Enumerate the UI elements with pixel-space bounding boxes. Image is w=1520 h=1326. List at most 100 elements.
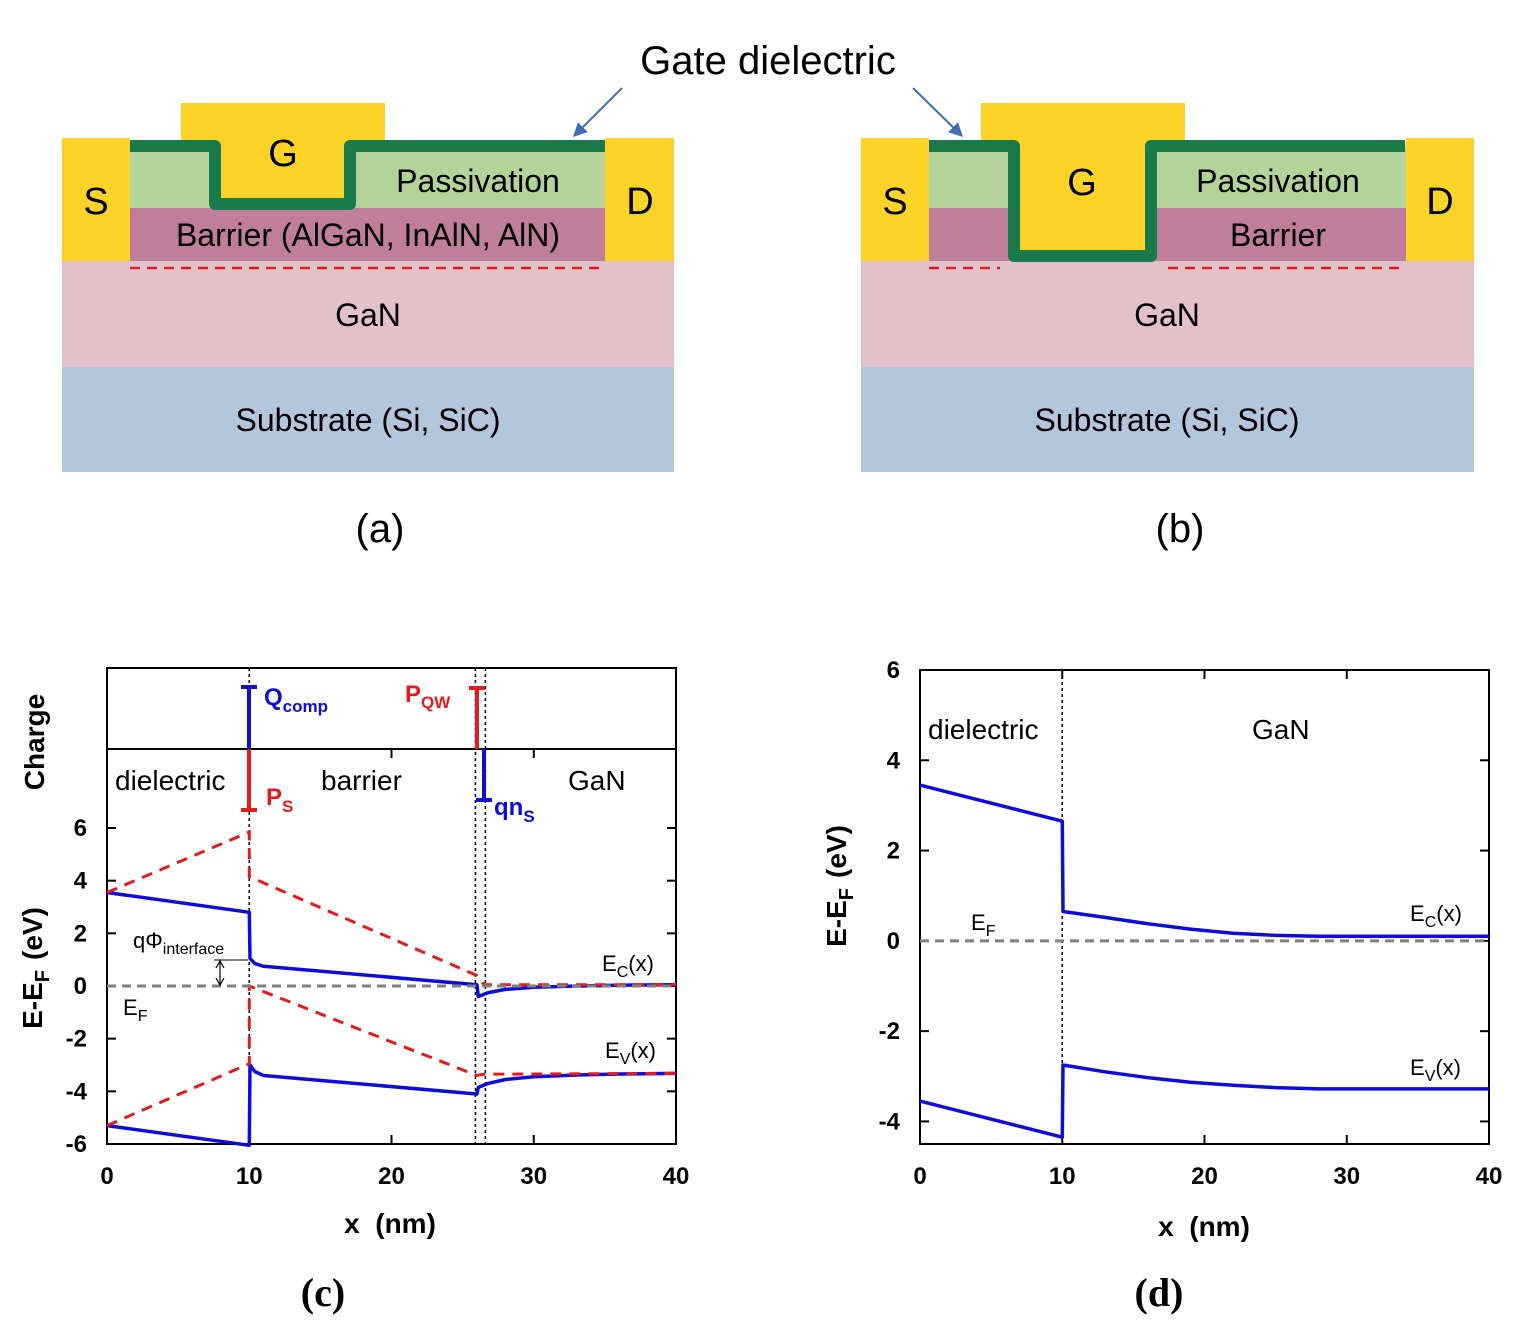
y-axis-label: E-EF(eV) <box>17 907 54 1029</box>
y-axis-label: E-EF(eV) <box>821 825 858 947</box>
x-tick-label: 20 <box>1191 1163 1218 1190</box>
gan-layer <box>62 261 674 367</box>
passivation-layer-left <box>929 146 1014 208</box>
passivation-label: Passivation <box>1196 163 1360 199</box>
panel-a-device-diagram: S G D Passivation Barrier (AlGaN, InAlN,… <box>62 103 674 551</box>
y-tick-label: -2 <box>879 1018 900 1045</box>
passivation-label: Passivation <box>396 163 560 199</box>
axes: 0 10 20 30 40 -4 -2 0 2 4 6 <box>879 657 1503 1190</box>
panel-c-caption: (c) <box>301 1270 345 1315</box>
p-s-label: PS <box>266 784 293 816</box>
barrier-label: Barrier <box>1230 217 1326 253</box>
source-contact <box>62 138 130 261</box>
series-ec <box>919 783 1489 939</box>
drain-label: D <box>1426 181 1453 223</box>
x-tick-label: 0 <box>913 1163 926 1190</box>
barrier-label: Barrier (AlGaN, InAlN, AlN) <box>176 217 560 253</box>
charge-plot-frame <box>106 667 677 750</box>
drain-label: D <box>626 181 653 223</box>
qphi-arrow-head-top <box>215 959 225 969</box>
gate-contact <box>181 103 385 200</box>
y-tick-label: 0 <box>887 928 900 955</box>
x-tick-label: 30 <box>520 1163 547 1190</box>
charge-axis-label: Charge <box>19 694 50 790</box>
y-tick-label: 2 <box>74 920 87 947</box>
series-ev <box>919 1063 1489 1139</box>
q-comp-label: Qcomp <box>264 684 328 716</box>
gan-label: GaN <box>335 297 401 333</box>
region-label-dielectric: dielectric <box>928 714 1038 745</box>
barrier-layer <box>130 208 605 261</box>
gate-label: G <box>1067 162 1097 204</box>
x-tick-label: 40 <box>663 1163 690 1190</box>
passivation-layer-left <box>130 146 215 208</box>
gan-layer <box>861 261 1474 367</box>
gate-dielectric-callout: Gate dielectric <box>573 39 964 137</box>
series <box>106 829 677 1148</box>
y-tick-label: 4 <box>74 868 88 895</box>
x-tick-label: 0 <box>100 1163 113 1190</box>
substrate-layer <box>62 367 674 472</box>
ef-label: EF <box>971 910 996 940</box>
gate-dielectric-label: Gate dielectric <box>640 39 896 83</box>
panel-d-band-diagram: 0 10 20 30 40 -4 -2 0 2 4 6 dielectric GaN E-EF(eV… <box>821 657 1502 1315</box>
region-label-gan: GaN <box>1252 714 1310 745</box>
source-contact <box>861 138 929 261</box>
gate-dielectric-layer <box>130 140 605 210</box>
passivation-layer-right <box>350 146 605 208</box>
callout-arrow-left <box>573 87 623 137</box>
y-tick-label: 2 <box>887 838 900 865</box>
barrier-layer-left <box>929 208 1014 261</box>
ev-label: EV(x) <box>1410 1055 1461 1085</box>
ec-label: EC(x) <box>1410 901 1462 931</box>
callout-arrow-right <box>912 87 964 137</box>
series-polarization <box>106 829 676 987</box>
drain-contact <box>1406 138 1474 261</box>
x-axis-label: x (nm) <box>344 1208 436 1239</box>
x-tick-label: 40 <box>1476 1163 1503 1190</box>
charge-bars <box>241 685 492 812</box>
source-label: S <box>882 181 907 223</box>
x-tick-label: 20 <box>378 1163 405 1190</box>
x-axis-label: x (nm) <box>1158 1211 1250 1242</box>
panel-b-device-diagram: S G D Passivation Barrier GaN Substrate … <box>861 103 1474 551</box>
barrier-layer-right <box>1151 208 1406 261</box>
y-tick-label: -4 <box>879 1108 901 1135</box>
panel-a-caption: (a) <box>356 507 405 551</box>
substrate-label: Substrate (Si, SiC) <box>1035 402 1300 438</box>
y-tick-label: -2 <box>66 1026 87 1053</box>
gan-label: GaN <box>1134 297 1200 333</box>
y-tick-label: -6 <box>66 1131 87 1158</box>
x-tick-label: 30 <box>1333 1163 1360 1190</box>
qn-s-label: qnS <box>494 794 535 826</box>
ev-label: EV(x) <box>605 1038 656 1068</box>
y-tick-label: 4 <box>887 747 901 774</box>
panel-d-caption: (d) <box>1135 1270 1184 1315</box>
series <box>919 783 1489 1139</box>
source-label: S <box>83 181 108 223</box>
panel-b-caption: (b) <box>1156 507 1205 551</box>
ef-label: EF <box>123 995 148 1025</box>
drain-contact <box>605 138 674 261</box>
x-tick-label: 10 <box>1049 1163 1076 1190</box>
qphi-label: qΦinterface <box>133 928 224 958</box>
qphi-arrow-head-bottom <box>215 977 225 987</box>
region-label-dielectric: dielectric <box>115 765 225 796</box>
series-polarization <box>106 983 677 1127</box>
region-label-barrier: barrier <box>321 765 402 796</box>
y-tick-label: 6 <box>887 657 900 684</box>
region-label-gan: GaN <box>568 765 626 796</box>
p-qw-label: PQW <box>405 681 451 712</box>
gate-contact <box>981 103 1185 254</box>
substrate-layer <box>861 367 1474 472</box>
ec-label: EC(x) <box>602 951 654 981</box>
x-tick-label: 10 <box>236 1163 263 1190</box>
passivation-layer-right <box>1151 146 1406 208</box>
y-tick-label: -4 <box>66 1078 88 1105</box>
series-ev <box>106 1063 677 1148</box>
substrate-label: Substrate (Si, SiC) <box>236 402 501 438</box>
gate-label: G <box>268 133 298 175</box>
